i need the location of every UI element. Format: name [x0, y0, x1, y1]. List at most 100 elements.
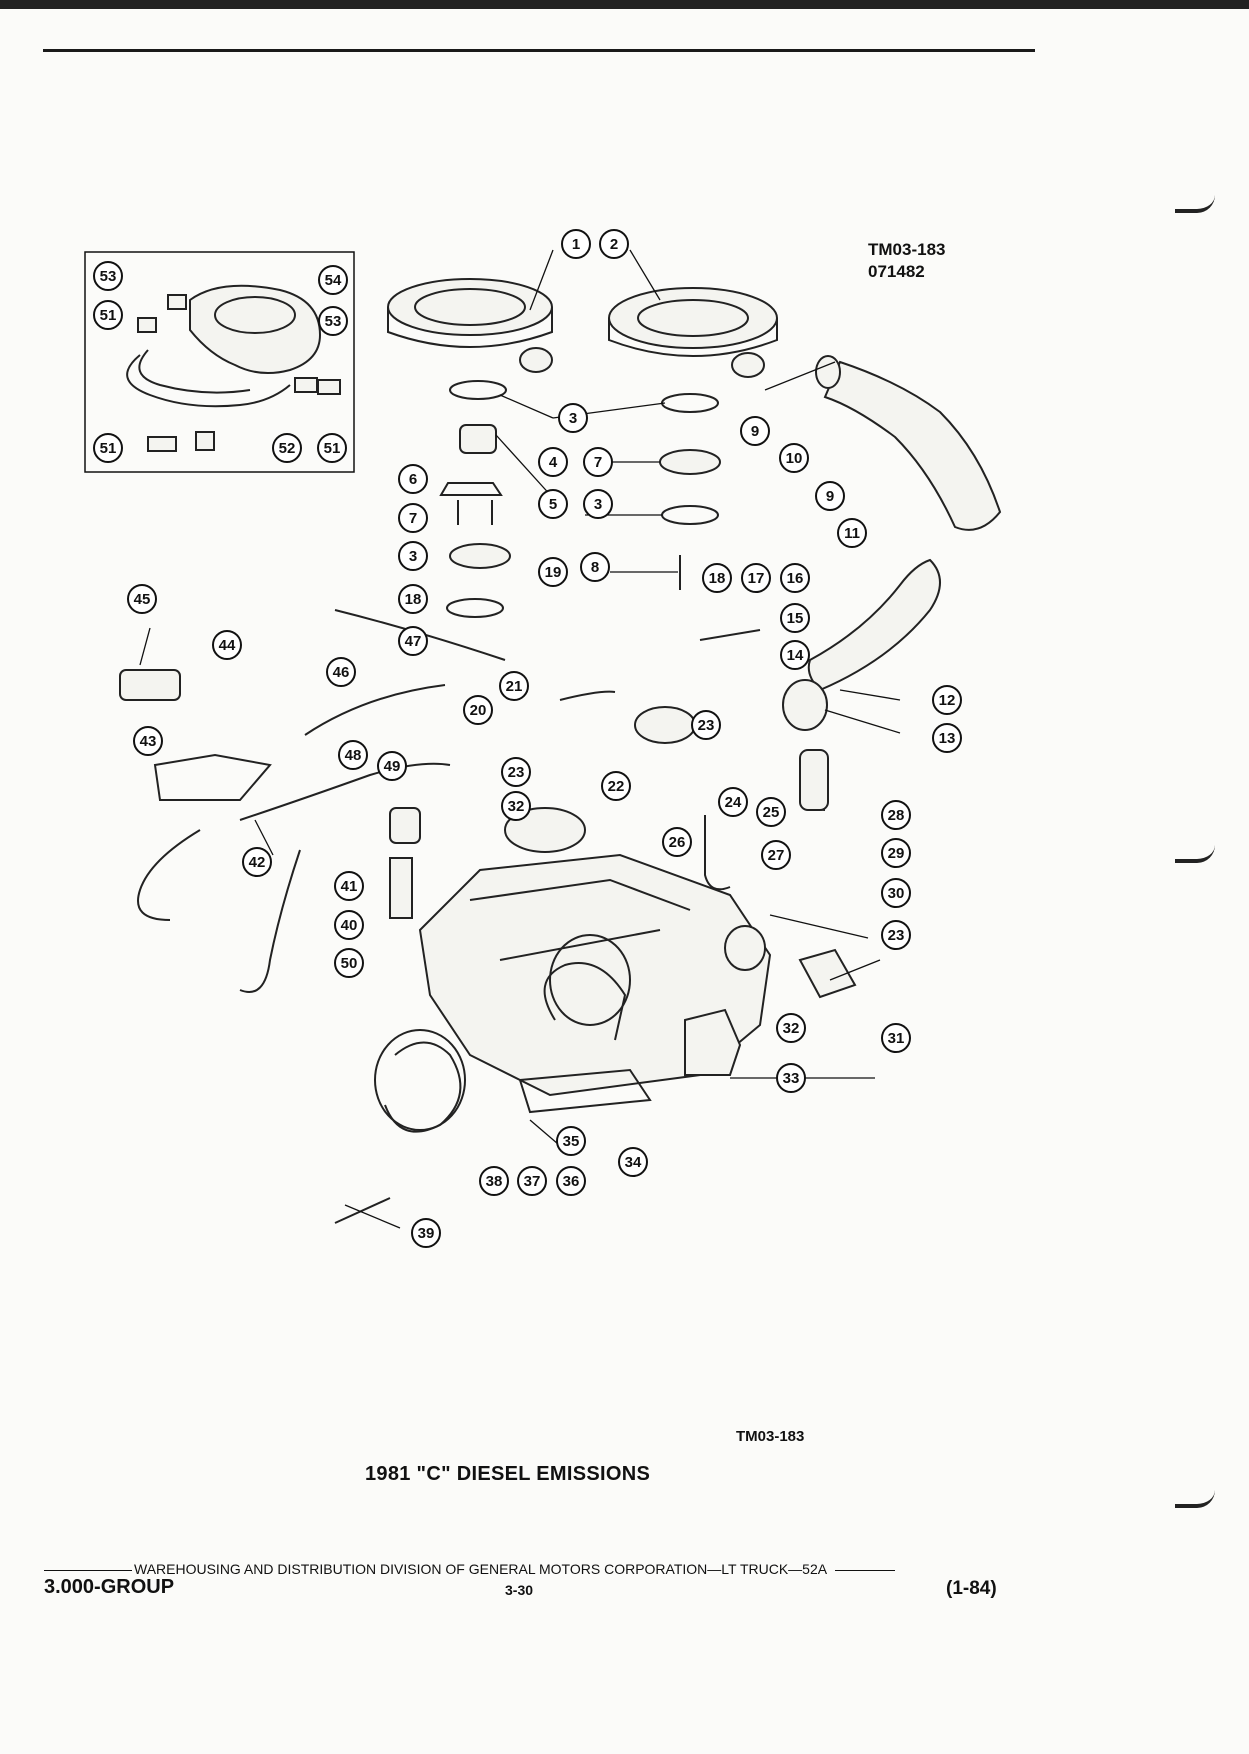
binder-edge-mark	[1175, 195, 1215, 213]
svg-text:9: 9	[751, 423, 759, 440]
callout-11: 11	[837, 518, 867, 548]
svg-text:6: 6	[409, 471, 417, 488]
callout-49: 48	[338, 740, 368, 770]
callout-41: 40	[334, 910, 364, 940]
callout-2: 2	[599, 229, 629, 259]
inset-drawing	[126, 284, 341, 452]
group-number: 3.000-GROUP	[44, 1576, 175, 1598]
callout-44: 43	[133, 726, 163, 756]
svg-text:16: 16	[787, 570, 804, 587]
callout-33: 33	[776, 1063, 806, 1093]
engine-block	[384, 807, 772, 1133]
footer-publisher-line: WAREHOUSING AND DISTRIBUTION DIVISION OF…	[44, 1561, 1010, 1577]
svg-text:35: 35	[563, 1133, 580, 1150]
svg-text:23: 23	[698, 717, 715, 734]
callout-9b: 9	[815, 481, 845, 511]
callout-39: 39	[411, 1218, 441, 1248]
callout-5: 5	[538, 489, 568, 519]
callout-35: 35	[556, 1126, 586, 1156]
svg-text:2: 2	[610, 236, 618, 253]
footer-dash-left	[44, 1569, 132, 1571]
binder-edge-mark	[1175, 845, 1215, 863]
callout-19: 19	[538, 557, 568, 587]
callout-4: 4	[538, 447, 568, 477]
callout-31: 31	[881, 1023, 911, 1053]
svg-text:53: 53	[325, 313, 342, 330]
callout-43: 42	[242, 847, 272, 877]
svg-text:49: 49	[384, 758, 401, 775]
svg-text:51: 51	[324, 440, 341, 457]
svg-text:23: 23	[508, 764, 525, 781]
svg-text:39: 39	[418, 1225, 435, 1242]
svg-text:42: 42	[249, 854, 266, 871]
svg-text:43: 43	[140, 733, 157, 750]
callout-18a: 18	[702, 563, 732, 593]
callout-54: 54	[318, 265, 348, 295]
footer-publisher-text: WAREHOUSING AND DISTRIBUTION DIVISION OF…	[134, 1561, 828, 1577]
callout-3c: 3	[398, 541, 428, 571]
air-cleaner-2	[608, 287, 778, 378]
callout-51b: 51	[93, 433, 123, 463]
svg-text:51: 51	[100, 440, 117, 457]
reference-date: 071482	[868, 262, 925, 281]
svg-text:27: 27	[768, 847, 785, 864]
reference-code: TM03-183	[868, 240, 946, 259]
svg-text:17: 17	[748, 570, 765, 587]
callout-7a: 7	[583, 447, 613, 477]
callout-28: 28	[881, 800, 911, 830]
svg-text:19: 19	[545, 564, 562, 581]
callout-52: 52	[272, 433, 302, 463]
svg-text:22: 22	[608, 778, 625, 795]
svg-text:54: 54	[325, 272, 342, 289]
svg-text:53: 53	[100, 268, 117, 285]
callout-21: 21	[499, 671, 529, 701]
svg-text:30: 30	[888, 885, 905, 902]
svg-text:37: 37	[524, 1173, 541, 1190]
svg-text:50: 50	[341, 955, 358, 972]
callout-14: 14	[780, 640, 810, 670]
svg-text:24: 24	[725, 794, 742, 811]
callout-42: 41	[334, 871, 364, 901]
svg-text:18: 18	[709, 570, 726, 587]
callout-8: 8	[580, 552, 610, 582]
svg-text:47: 47	[405, 633, 422, 650]
callout-22: 22	[601, 771, 631, 801]
svg-text:31: 31	[888, 1030, 905, 1047]
callout-47: 46	[326, 657, 356, 687]
page-number: 3-30	[505, 1582, 534, 1598]
footer-dash-right	[835, 1569, 896, 1571]
callout-26: 26	[662, 827, 692, 857]
svg-text:26: 26	[669, 834, 686, 851]
callout-18b: 18	[398, 584, 428, 614]
svg-text:44: 44	[219, 637, 236, 654]
svg-text:9: 9	[826, 488, 834, 505]
callout-13: 13	[932, 723, 962, 753]
svg-text:32: 32	[508, 798, 525, 815]
svg-text:23: 23	[888, 927, 905, 944]
callout-15: 15	[780, 603, 810, 633]
callout-23a: 23	[691, 710, 721, 740]
svg-text:18: 18	[405, 591, 422, 608]
leader-lines	[139, 249, 901, 1229]
callout-46: 45	[127, 584, 157, 614]
callout-25: 25	[756, 797, 786, 827]
svg-text:36: 36	[563, 1173, 580, 1190]
inset-box	[84, 251, 355, 473]
svg-text:21: 21	[506, 678, 523, 695]
callout-10: 10	[779, 443, 809, 473]
callout-3b: 3	[583, 489, 613, 519]
callout-23c: 23	[881, 920, 911, 950]
callout-32b: 32	[776, 1013, 806, 1043]
callout-3a: 3	[558, 403, 588, 433]
svg-text:51: 51	[100, 307, 117, 324]
figure-title: 1981 "C" DIESEL EMISSIONS	[365, 1463, 651, 1485]
svg-text:48: 48	[345, 747, 362, 764]
svg-text:15: 15	[787, 610, 804, 627]
callout-1: 1	[561, 229, 591, 259]
revision-date: (1-84)	[946, 1578, 997, 1599]
svg-text:38: 38	[486, 1173, 503, 1190]
callout-group: 53 51 54 53 51 52 51 1 2 3 4 7 6 5 3 7 3…	[93, 229, 962, 1248]
callout-40: 50	[334, 948, 364, 978]
callout-45: 44	[212, 630, 242, 660]
svg-text:10: 10	[786, 450, 803, 467]
